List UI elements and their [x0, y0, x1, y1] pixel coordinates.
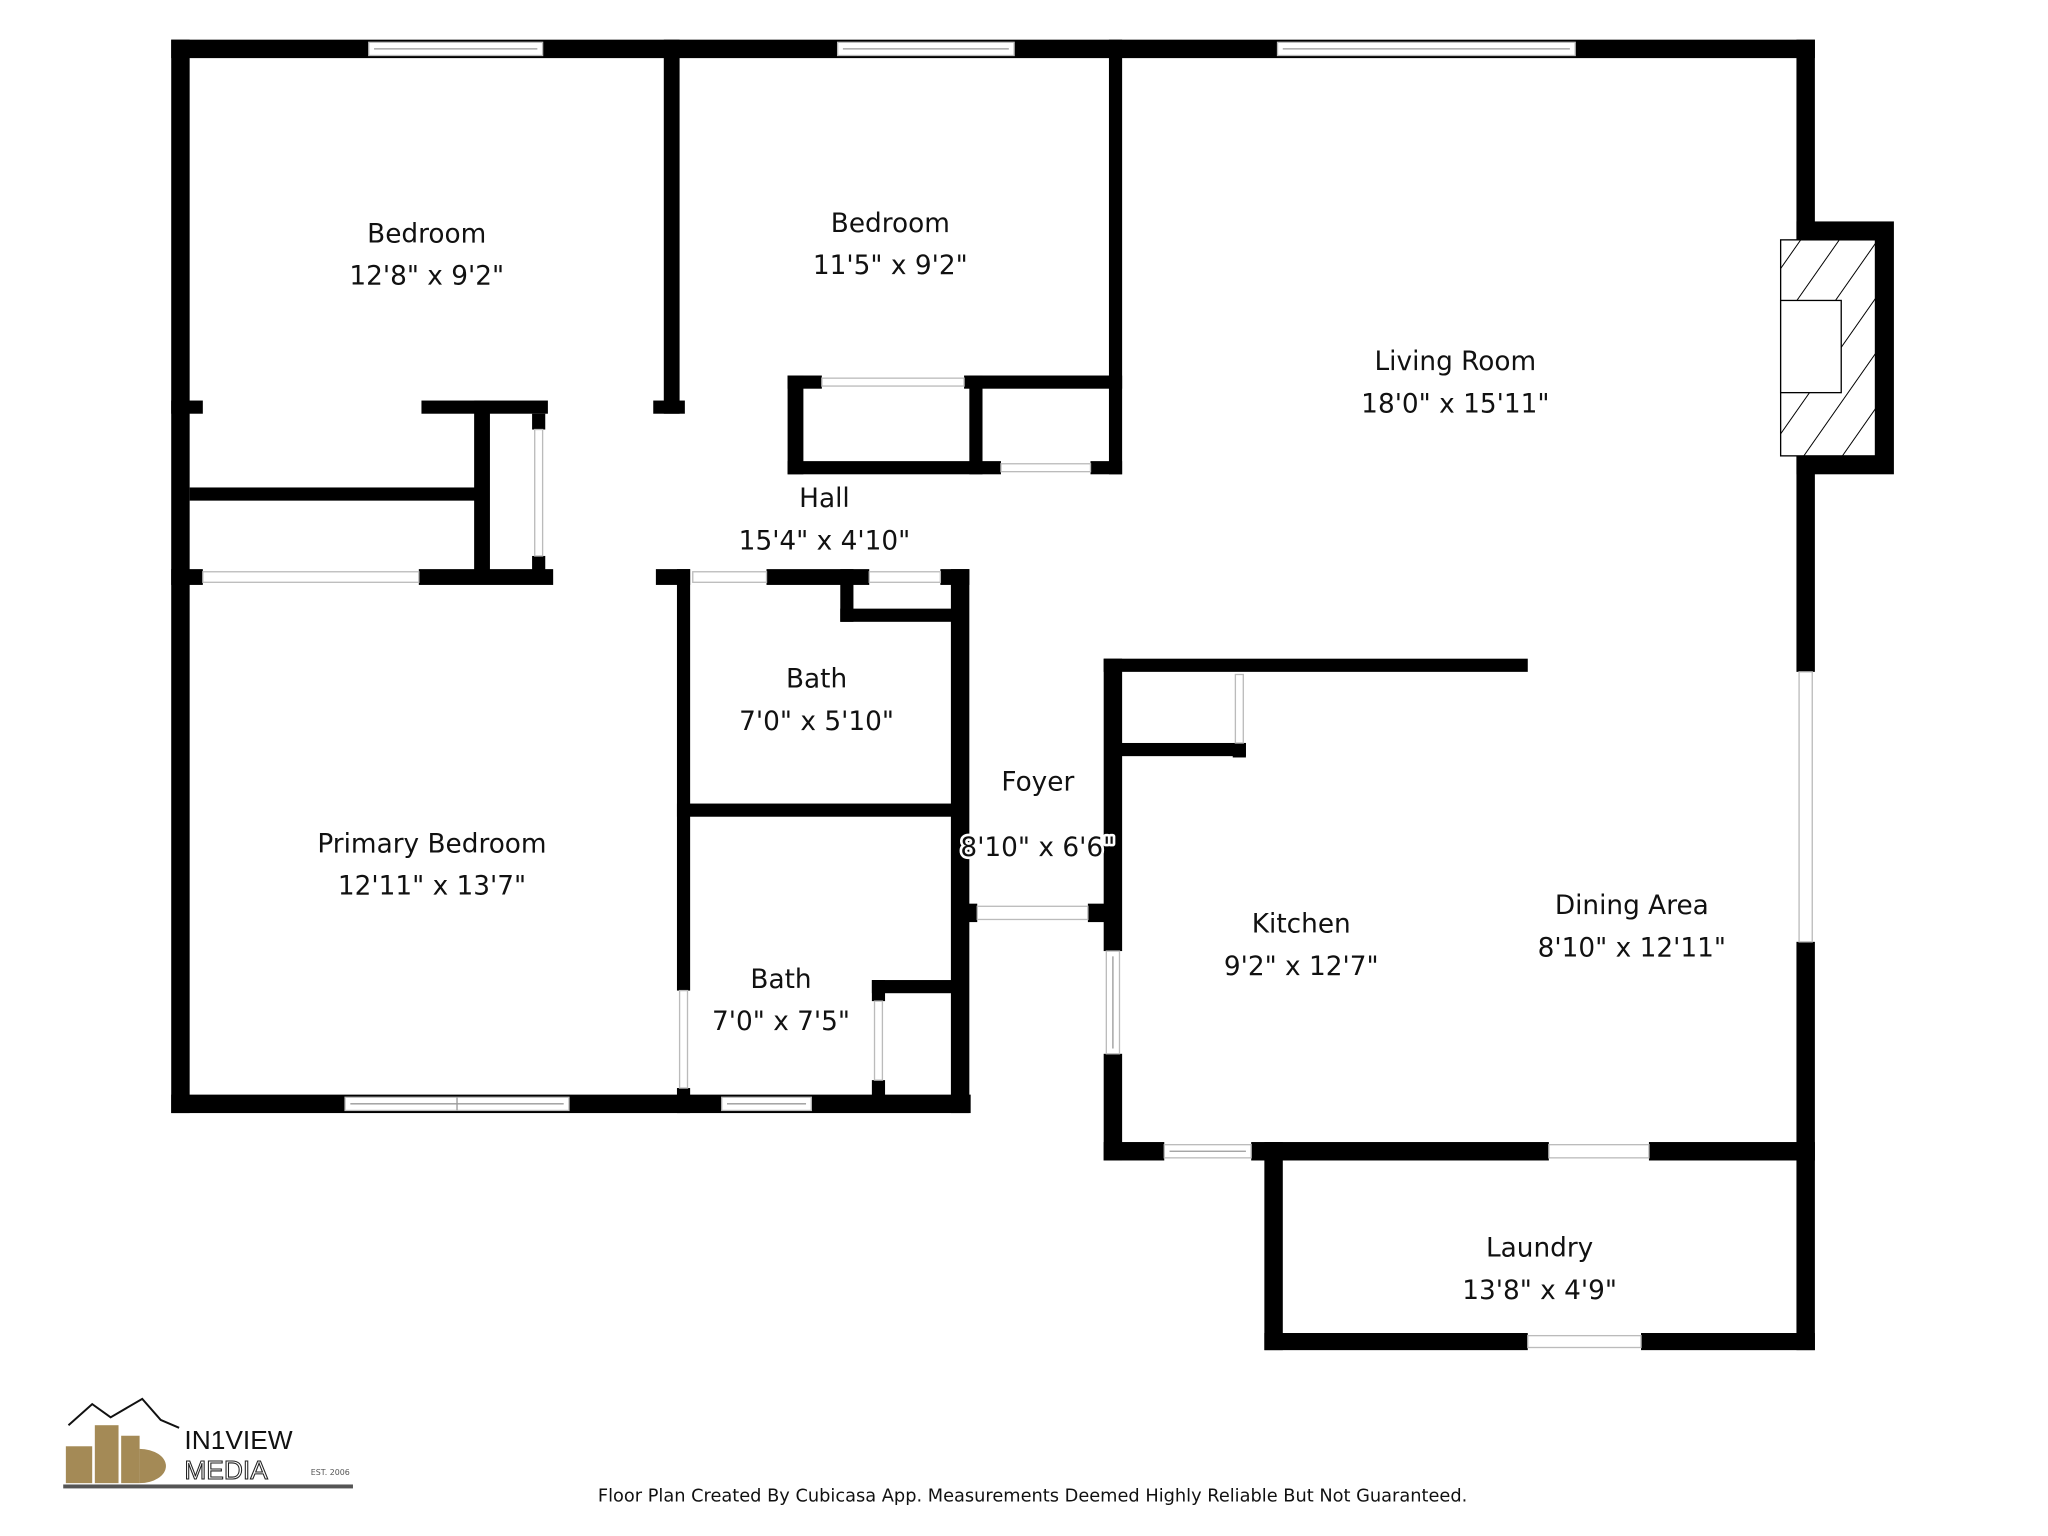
walls — [171, 39, 1894, 1351]
room-size: 7'0" x 7'5" — [712, 1007, 850, 1037]
room-size: 7'0" x 5'10" — [739, 707, 894, 737]
room-labels: Bedroom 12'8" x 9'2" Bedroom 11'5" x 9'2… — [315, 206, 1729, 1308]
room-name: Bath — [786, 665, 847, 695]
room-name: Bath — [750, 965, 811, 995]
room-size: 12'8" x 9'2" — [349, 262, 504, 292]
room-size: 8'10" x 6'6" — [960, 833, 1115, 863]
footer-disclaimer: Floor Plan Created By Cubicasa App. Meas… — [598, 1486, 1467, 1507]
room-size: 8'10" x 12'11" — [1538, 933, 1726, 963]
room-name: Hall — [799, 484, 850, 514]
room-name: Living Room — [1375, 347, 1537, 377]
logo-line1: IN1VIEW — [184, 1425, 292, 1455]
windows — [202, 41, 1813, 1349]
room-size: 13'8" x 4'9" — [1462, 1276, 1617, 1306]
room-size: 9'2" x 12'7" — [1224, 952, 1379, 982]
room-name: Foyer — [1001, 767, 1074, 797]
logo-line2: MEDIA — [184, 1455, 268, 1485]
room-name: Dining Area — [1555, 891, 1709, 921]
room-size: 12'11" x 13'7" — [338, 871, 526, 901]
room-name: Bedroom — [831, 209, 950, 239]
room-size: 15'4" x 4'10" — [739, 526, 911, 556]
room-name: Laundry — [1486, 1234, 1593, 1264]
room-name: Kitchen — [1252, 910, 1351, 940]
room-name: Primary Bedroom — [317, 829, 546, 859]
logo-est: EST. 2006 — [311, 1468, 350, 1477]
room-name: Bedroom — [367, 220, 486, 250]
in1view-media-logo: IN1VIEW MEDIA EST. 2006 — [63, 1397, 353, 1489]
room-size: 18'0" x 15'11" — [1361, 389, 1549, 419]
room-size: 11'5" x 9'2" — [813, 251, 968, 281]
